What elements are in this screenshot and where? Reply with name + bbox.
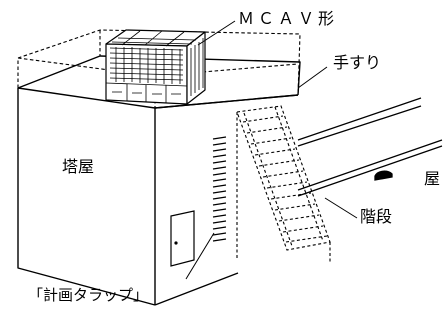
penthouse-door <box>170 210 195 267</box>
mcav-unit <box>105 29 206 105</box>
penthouse-building <box>17 55 301 306</box>
stair-ladder <box>236 105 331 262</box>
label-mcav: ＭＣＡＶ形 <box>238 9 338 28</box>
leader-lines <box>185 20 358 280</box>
leader-mcav <box>197 20 236 46</box>
leader-stairs <box>324 197 358 219</box>
louver-slats <box>212 136 227 242</box>
label-stairs: 階段 <box>360 207 392 226</box>
label-penthouse: 塔屋 <box>62 157 94 176</box>
leader-louver <box>185 232 215 280</box>
leader-handrail <box>297 66 328 89</box>
label-roof: 屋 <box>424 169 440 188</box>
roof-edge <box>297 97 443 197</box>
label-louver: 「計画タラップ」 <box>28 286 148 304</box>
label-handrail: 手すり <box>333 53 381 72</box>
